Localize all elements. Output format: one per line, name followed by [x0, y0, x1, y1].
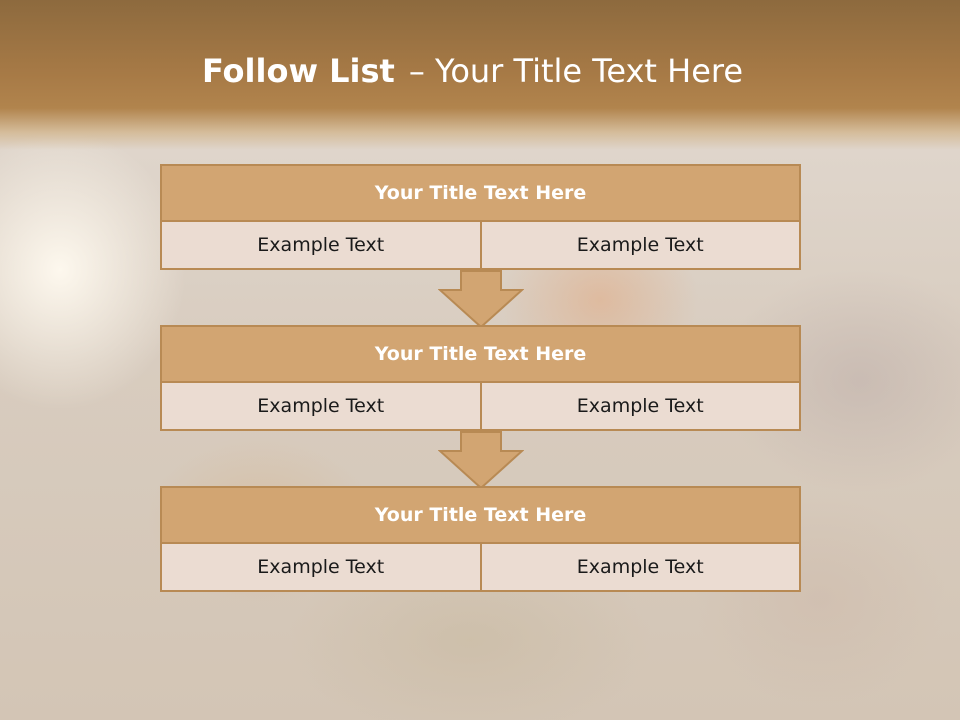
block-row: Example Text Example Text [160, 542, 801, 592]
block-cell-left: Example Text [160, 381, 482, 431]
list-block-1: Your Title Text Here Example Text Exampl… [160, 164, 801, 270]
title-bold-part: Follow List [201, 52, 395, 90]
block-row: Example Text Example Text [160, 381, 801, 431]
block-cell-right: Example Text [479, 220, 801, 270]
block-title: Your Title Text Here [160, 164, 801, 222]
block-cell-left: Example Text [160, 220, 482, 270]
slide-title: Follow List – Your Title Text Here [0, 52, 945, 90]
list-block-3: Your Title Text Here Example Text Exampl… [160, 486, 801, 592]
block-title: Your Title Text Here [160, 486, 801, 544]
block-title: Your Title Text Here [160, 325, 801, 383]
block-cell-left: Example Text [160, 542, 482, 592]
list-block-2: Your Title Text Here Example Text Exampl… [160, 325, 801, 431]
down-arrow-icon [438, 270, 524, 328]
header-bar [0, 0, 960, 150]
block-row: Example Text Example Text [160, 220, 801, 270]
block-cell-right: Example Text [479, 381, 801, 431]
block-cell-right: Example Text [479, 542, 801, 592]
title-rest-part: – Your Title Text Here [408, 52, 744, 90]
down-arrow-icon [438, 431, 524, 489]
